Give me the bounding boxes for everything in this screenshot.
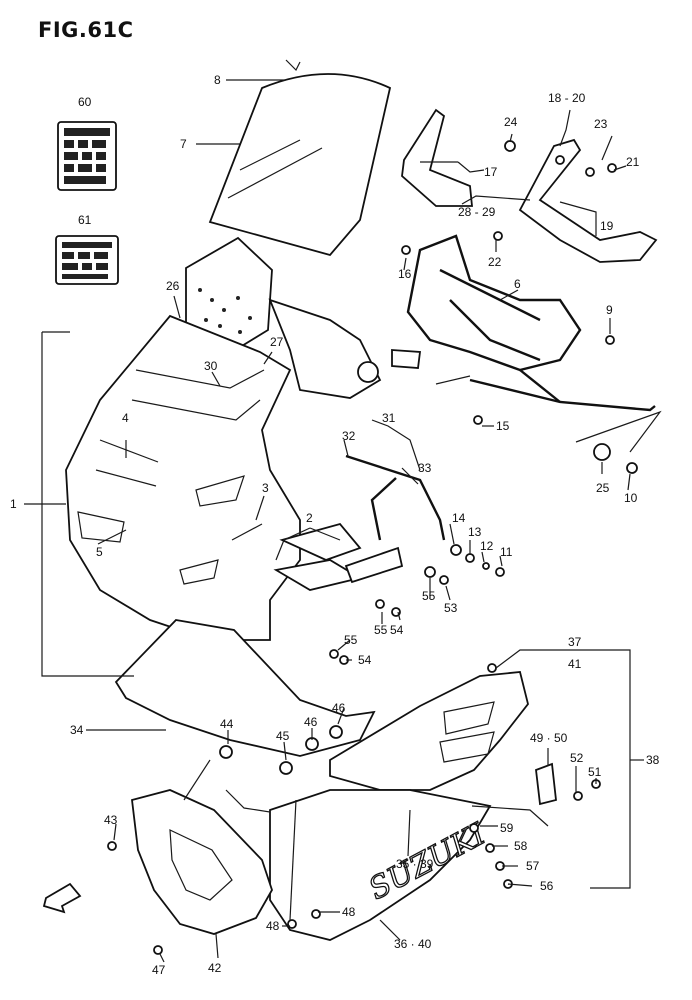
upper-cowl (65, 314, 301, 641)
callout-42: 42 (208, 961, 222, 975)
callout-2: 2 (306, 511, 313, 525)
callout-48a: 48 (266, 919, 280, 933)
callout-25: 25 (596, 481, 610, 495)
callout-9: 9 (606, 303, 613, 317)
callout-5: 5 (96, 545, 103, 559)
callout-51: 51 (588, 765, 602, 779)
mirror-right (518, 138, 658, 263)
callout-36-40: 36 · 40 (394, 937, 432, 951)
fairing-frame (406, 234, 656, 412)
label-sticker-60 (57, 121, 117, 191)
callout-59: 59 (500, 821, 514, 835)
label-sticker-61 (55, 235, 119, 285)
callout-37: 37 (568, 635, 582, 649)
figure-title: FIG.61C (38, 18, 134, 42)
callout-55a: 55 (422, 589, 436, 603)
lower-bracket (131, 789, 273, 935)
callout-57: 57 (526, 859, 540, 873)
callout-19: 19 (600, 219, 614, 233)
callout-13: 13 (468, 525, 482, 539)
callout-15: 15 (496, 419, 510, 433)
callout-60: 60 (78, 95, 92, 109)
callout-26: 26 (166, 279, 180, 293)
inner-lower-panel (114, 619, 376, 757)
callout-32: 32 (342, 429, 356, 443)
callout-21: 21 (626, 155, 640, 169)
callout-35-39: 35 · 39 (396, 857, 434, 871)
callout-55b: 55 (374, 623, 388, 637)
mirror-left (401, 108, 473, 207)
callout-31: 31 (382, 411, 396, 425)
callout-labels: 1 2 3 4 5 6 7 8 9 10 11 12 13 14 15 16 1… (10, 73, 660, 977)
callout-61: 61 (78, 213, 92, 227)
callout-44: 44 (220, 717, 234, 731)
callout-38: 38 (646, 753, 660, 767)
callout-49-50: 49 · 50 (530, 731, 568, 745)
callout-56: 56 (540, 879, 554, 893)
callout-58: 58 (514, 839, 528, 853)
callout-55c: 55 (344, 633, 358, 647)
callout-28-29: 28 - 29 (458, 205, 496, 219)
callout-7: 7 (180, 137, 187, 151)
callout-48b: 48 (342, 905, 356, 919)
callout-41: 41 (568, 657, 582, 671)
callout-4: 4 (122, 411, 129, 425)
front-arrow-icon (42, 882, 82, 914)
center-stays (273, 454, 446, 591)
callout-47: 47 (152, 963, 166, 977)
callout-34: 34 (70, 723, 84, 737)
callout-53: 53 (444, 601, 458, 615)
callout-46b: 46 (332, 701, 346, 715)
hardware-bolts (107, 140, 638, 955)
callout-43: 43 (104, 813, 118, 827)
callout-22: 22 (488, 255, 502, 269)
leader-lines (24, 79, 662, 963)
callout-54b: 54 (358, 653, 372, 667)
callout-52: 52 (570, 751, 584, 765)
callout-1: 1 (10, 497, 17, 511)
callout-17: 17 (484, 165, 498, 179)
callout-3: 3 (262, 481, 269, 495)
side-cowl-right (329, 671, 529, 791)
callout-18-20: 18 - 20 (548, 91, 586, 105)
under-cowl: SUZUKI (269, 789, 493, 941)
callout-46a: 46 (304, 715, 318, 729)
callout-10: 10 (624, 491, 638, 505)
callout-24: 24 (504, 115, 518, 129)
callout-30: 30 (204, 359, 218, 373)
callout-54a: 54 (390, 623, 404, 637)
callout-23: 23 (594, 117, 608, 131)
callout-14: 14 (452, 511, 466, 525)
windscreen (208, 59, 392, 257)
callout-12: 12 (480, 539, 494, 553)
callout-16: 16 (398, 267, 412, 281)
callout-33: 33 (418, 461, 432, 475)
callout-11: 11 (500, 545, 513, 559)
callout-6: 6 (514, 277, 521, 291)
callout-8: 8 (214, 73, 221, 87)
callout-45: 45 (276, 729, 290, 743)
callout-27: 27 (270, 335, 284, 349)
inner-panel (185, 236, 422, 399)
